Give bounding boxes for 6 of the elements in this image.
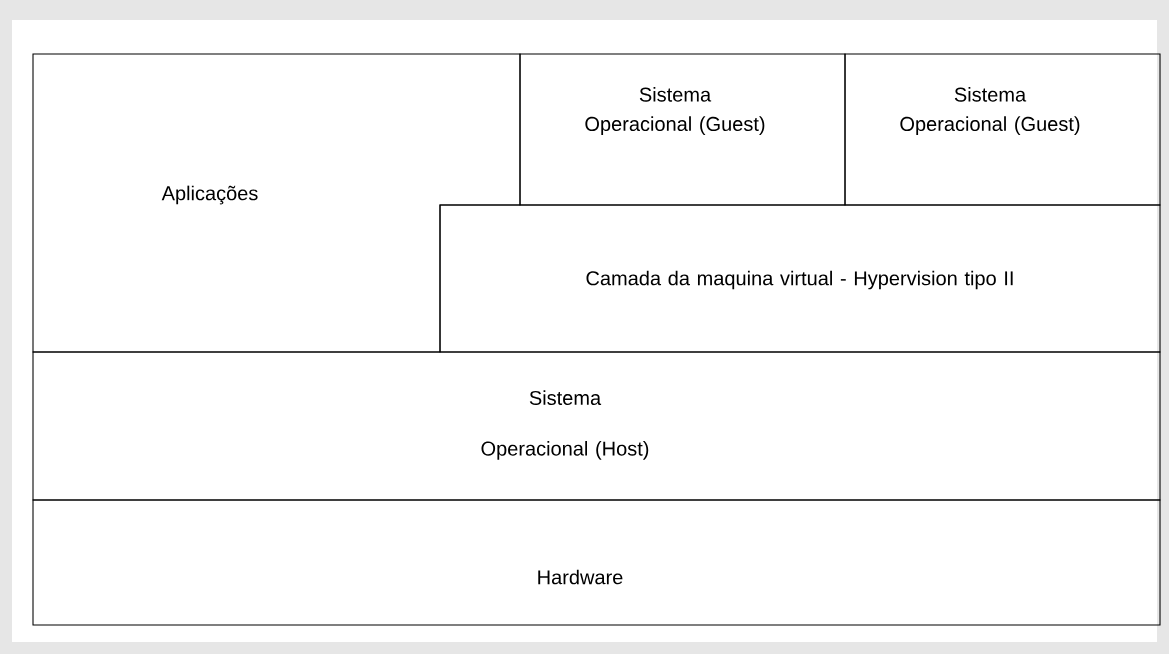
layer-box: Sistema Operacional (Host) <box>32 351 1161 501</box>
layer-box: Sistema Operacional (Guest) <box>844 53 1161 206</box>
layer-box: Sistema Operacional (Guest) <box>519 53 846 206</box>
layer-box: Camada da maquina virtual - Hypervision tipo II <box>439 204 1161 353</box>
layer-box: Aplicações <box>32 53 521 353</box>
layer-box: Hardware <box>32 499 1161 626</box>
